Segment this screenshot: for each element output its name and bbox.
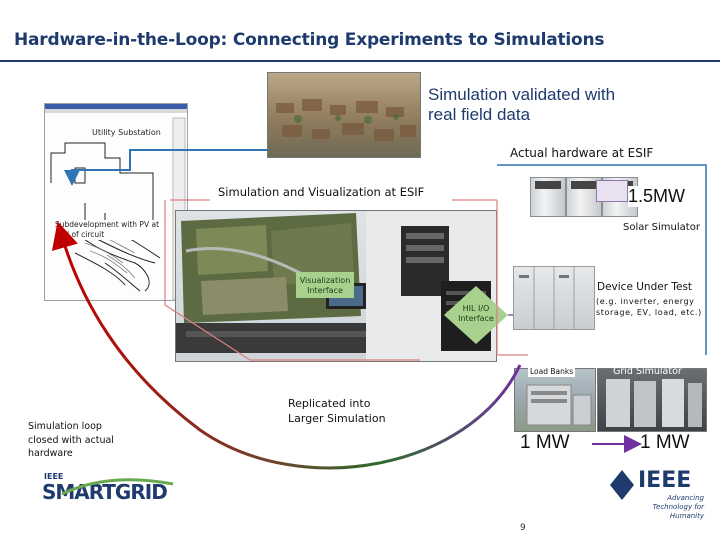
sim-validated-caption: Simulation validated with real field dat… [428, 85, 616, 124]
loop-closed-caption: Simulation loop closed with actual hardw… [28, 421, 114, 459]
smartgrid-logo: IEEE SMARTGRID [38, 470, 178, 506]
load-banks-scene [526, 384, 592, 426]
smartgrid-swoosh-icon [61, 478, 174, 496]
sim-vis-caption: Simulation and Visualization at ESIF [218, 185, 425, 199]
simulation-loop-arrow [51, 221, 522, 470]
ieee-logo-tag: Advancing Technology for Humanity [652, 494, 704, 520]
solar-simulator-label: Solar Simulator [623, 222, 700, 233]
actual-hardware-bracket [497, 164, 707, 355]
window-titlebar [45, 104, 187, 109]
grid-simulator-scene [606, 379, 702, 427]
dut-cabinets [519, 267, 575, 329]
device-under-test-label: Device Under Test [597, 281, 693, 293]
load-banks-label: Load Banks [528, 367, 576, 377]
neighborhood-photo [267, 72, 421, 158]
ieee-diamond-icon [610, 470, 634, 500]
grid-simulator-photo [597, 368, 707, 432]
solar-simulator-rack-1 [530, 177, 566, 217]
actual-hardware-caption: Actual hardware at ESIF [510, 146, 654, 160]
ieee-logo-name: IEEE [638, 468, 692, 493]
monitor-icon [596, 180, 628, 202]
ieee-logo: IEEE Advancing Technology for Humanity [610, 468, 706, 520]
mw-label-left: 1 MW [520, 432, 570, 453]
smartgrid-logo-top: IEEE [44, 472, 64, 481]
grid-simulator-label: Grid Simulator [613, 366, 682, 377]
window-toolbar [45, 109, 187, 113]
mw-label-right: 1 MW [640, 432, 690, 453]
utility-substation-label: Utility Substation [92, 128, 161, 138]
device-under-test-sublabel: (e.g. inverter, energy storage, EV, load… [596, 297, 702, 317]
hil-io-shape [444, 286, 508, 344]
hil-io-diamond: HIL I/O Interface [444, 286, 508, 344]
neighborhood-rooftops [276, 99, 416, 141]
subdevelopment-label: Subdevelopment with PV at end of circuit [55, 220, 165, 240]
slide-title: Hardware-in-the-Loop: Connecting Experim… [14, 30, 605, 50]
sim-frame-right [496, 200, 528, 356]
validation-arrow [64, 149, 268, 186]
load-banks-photo [514, 368, 596, 432]
page-number: 9 [520, 523, 526, 533]
sim-frame-left [164, 200, 420, 361]
replicated-caption: Replicated into Larger Simulation [288, 397, 386, 425]
device-under-test-photo [513, 266, 595, 330]
hil-io-label: HIL I/O Interface [458, 304, 494, 323]
title-rule [0, 60, 720, 62]
power-1-5mw-label: 1.5MW [628, 186, 686, 207]
visualization-interface-bubble: Visualization Interface [296, 272, 354, 298]
